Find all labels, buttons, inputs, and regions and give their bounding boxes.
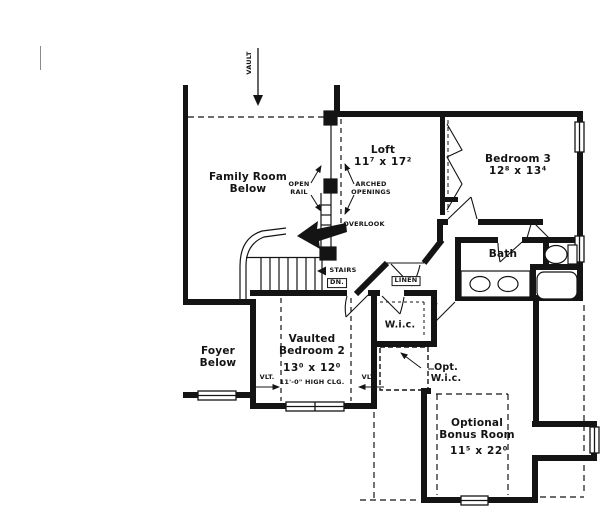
bath-fixtures — [460, 244, 578, 300]
bedroom2-ceiling-note: 11'-0" HIGH CLG. — [279, 378, 345, 387]
vlt-label-right: VLT. — [361, 373, 377, 382]
stair-banister-outer — [239, 227, 287, 299]
loft-label: Loft 11⁷ x 17² — [354, 143, 412, 168]
sink-right — [497, 275, 519, 293]
bonus-room-dims: 11⁵ x 22⁰ — [450, 444, 508, 457]
walls — [183, 85, 597, 503]
rail-column — [323, 178, 338, 194]
arched-openings-arrows — [344, 163, 355, 215]
optional-wic-arrow — [400, 352, 422, 369]
vault-lines — [280, 298, 352, 401]
overlook-label: OVERLOOK — [343, 220, 385, 229]
bedroom2-dims: 13⁰ x 12⁰ — [283, 361, 341, 374]
stairs-label: STAIRS — [329, 266, 357, 275]
vault-label: VAULT — [245, 51, 254, 75]
vlt-label-left: VLT. — [259, 373, 275, 382]
arched-openings-label: ARCHED OPENINGS — [351, 180, 391, 196]
bedroom3-label: Bedroom 3 12⁸ x 13⁴ — [485, 152, 551, 177]
registration-mark — [40, 46, 41, 70]
bathtub — [536, 271, 578, 300]
staircase — [239, 110, 342, 299]
closet-details — [379, 120, 463, 391]
toilet-bowl — [544, 244, 568, 265]
stair-newel — [319, 246, 337, 261]
foyer-label: Foyer Below — [199, 344, 237, 369]
optional-wic-label: Opt. W.i.c. — [430, 362, 462, 384]
open-rail-arrows — [310, 165, 322, 212]
family-room-label: Family Room Below — [209, 170, 287, 195]
overlook-arrow — [297, 221, 347, 249]
bedroom2-label: Vaulted Bedroom 2 — [279, 332, 345, 357]
sink-left — [469, 275, 491, 293]
toilet-tank — [567, 244, 578, 265]
down-label: DN. — [327, 278, 347, 288]
dashed-rooflines — [188, 116, 585, 501]
doors — [344, 196, 550, 324]
open-rail-label: OPEN RAIL — [288, 180, 310, 196]
bonus-room-label: Optional Bonus Room — [439, 416, 515, 441]
vault-arrow — [253, 48, 263, 106]
bifold-doors — [446, 123, 463, 211]
rail-column — [323, 110, 338, 126]
linen-label: LINEN — [391, 276, 421, 286]
wic-label: W.i.c. — [384, 319, 416, 331]
optional-wic-outline — [379, 346, 429, 391]
stair-banister-inner — [245, 233, 287, 299]
down-arrow — [317, 266, 326, 276]
bath-label: Bath — [488, 247, 518, 260]
